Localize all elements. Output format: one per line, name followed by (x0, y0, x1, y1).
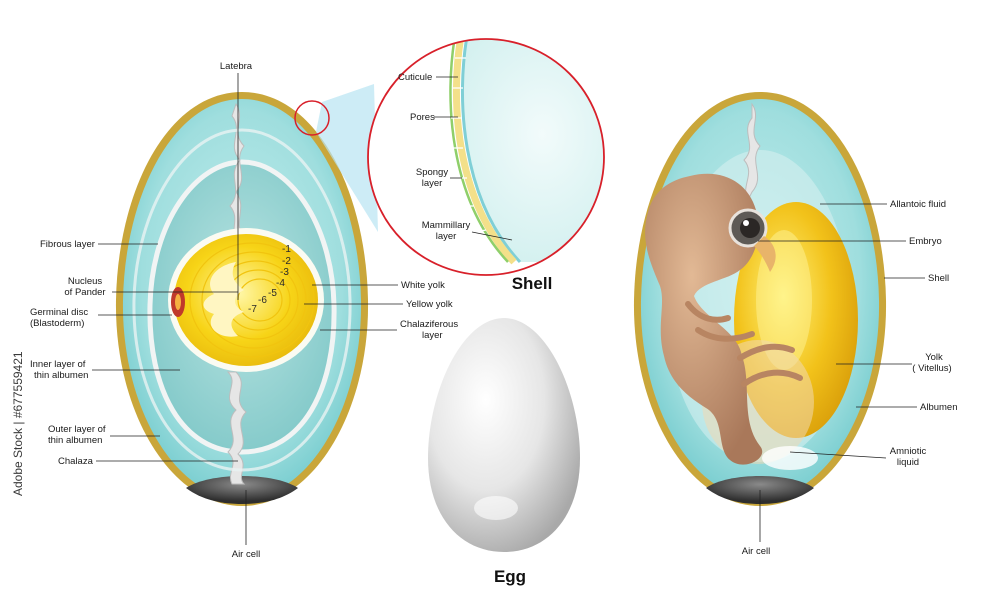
label-chalaziferous-1: Chalaziferous (400, 319, 458, 330)
label-nucleus-of-pander-1: Nucleus (68, 276, 103, 287)
label-embryo: Embryo (909, 236, 942, 247)
ring-number-7: -7 (248, 304, 257, 315)
label-fibrous-layer: Fibrous layer (40, 239, 95, 250)
left-air-cell (186, 476, 298, 504)
egg-title: Egg (494, 567, 526, 586)
label-air-cell-right: Air cell (742, 546, 771, 557)
label-spongy-1: Spongy (416, 167, 448, 178)
label-chalaziferous-2: layer (422, 330, 443, 341)
label-latebra: Latebra (220, 61, 253, 72)
label-yellow-yolk: Yellow yolk (406, 299, 453, 310)
label-germinal-disc-2: (Blastoderm) (30, 318, 84, 329)
ring-number-3: -3 (280, 267, 289, 278)
label-germinal-disc-1: Germinal disc (30, 307, 88, 318)
label-amniotic-1: Amniotic (890, 446, 927, 457)
embryo-limbs (685, 301, 803, 387)
shell-title: Shell (512, 274, 553, 293)
left-egg (115, 92, 369, 506)
center-egg: Egg (428, 318, 580, 586)
right-egg-labels: Allantoic fluid Embryo Shell Yolk ( Vite… (742, 199, 958, 557)
label-chalaza: Chalaza (58, 456, 94, 467)
ring-number-1: -1 (282, 244, 291, 255)
label-spongy-2: layer (422, 178, 443, 189)
label-albumen: Albumen (920, 402, 958, 413)
label-yolk-1: Yolk (925, 352, 943, 363)
label-air-cell-left: Air cell (232, 549, 261, 560)
left-egg-labels: Latebra Fibrous layer Nucleus of Pander … (30, 61, 458, 560)
label-shell-right: Shell (928, 273, 949, 284)
yolk-ring-numbers: -1 -2 -3 -4 -5 -6 -7 (248, 244, 291, 315)
left-chalaza-bottom (226, 371, 247, 485)
label-mammillary-1: Mammillary (422, 220, 471, 231)
label-yolk-2: ( Vitellus) (912, 363, 951, 374)
magnifier-beam (316, 84, 378, 232)
left-yolk-rings (189, 242, 315, 358)
label-mammillary-2: layer (436, 231, 457, 242)
label-amniotic-2: liquid (897, 457, 919, 468)
ring-number-4: -4 (276, 278, 285, 289)
label-outer-thin-albumen-2: thin albumen (48, 435, 102, 446)
magnified-pores (451, 57, 487, 233)
whole-egg (428, 318, 580, 552)
ring-number-5: -5 (268, 288, 277, 299)
stock-watermark: Adobe Stock | #677559421 (11, 351, 25, 496)
label-pores: Pores (410, 112, 435, 123)
embryo-beak (754, 236, 776, 272)
magnifier-ring (367, 38, 605, 276)
label-inner-thin-albumen-2: thin albumen (34, 370, 88, 381)
magnifier-source-circle (294, 100, 330, 136)
label-cuticule: Cuticule (398, 72, 432, 83)
ring-number-2: -2 (282, 256, 291, 267)
label-outer-thin-albumen-1: Outer layer of (48, 424, 106, 435)
left-latebra-shape (203, 262, 244, 337)
label-nucleus-of-pander-2: of Pander (64, 287, 105, 298)
right-chalaza-top (743, 102, 761, 202)
ring-number-6: -6 (258, 295, 267, 306)
right-egg (633, 92, 887, 506)
label-allantoic-fluid: Allantoic fluid (890, 199, 946, 210)
label-white-yolk: White yolk (401, 280, 445, 291)
left-yolk (174, 234, 318, 366)
magnified-cuticle (449, 39, 509, 263)
label-inner-thin-albumen-1: Inner layer of (30, 359, 86, 370)
